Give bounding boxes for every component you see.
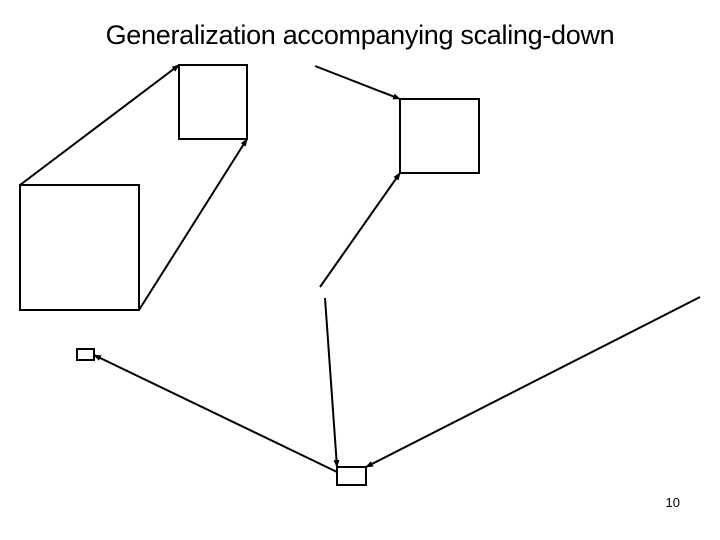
small-rect-bottom [336,466,367,486]
medium-square-top-left [178,64,248,140]
shapes-layer [19,64,480,486]
arrow-to-right-square-top [314,65,401,100]
arrow-down-to-small-rect [324,297,340,468]
arrows-layer [19,64,701,473]
tiny-rect-left [76,348,95,361]
page-number: 10 [665,495,680,510]
arrow-large-to-medium-bottom [138,138,248,311]
arrow-long-to-small-rect [365,296,701,468]
slide-title: Generalization accompanying scaling-down [105,20,615,50]
arrow-to-right-square-bottom [319,172,401,288]
medium-square-top-right [399,98,480,174]
arrow-large-to-medium-top [19,64,180,186]
arrow-small-rect-to-tiny-rect [93,354,338,473]
large-square [19,184,140,311]
